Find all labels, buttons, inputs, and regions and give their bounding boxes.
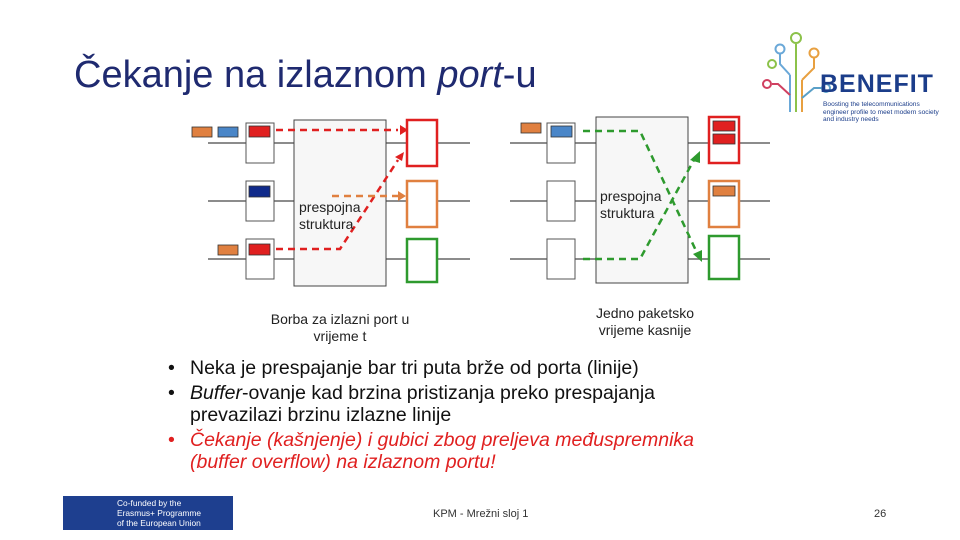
packet-red xyxy=(248,243,271,256)
packet-red xyxy=(248,125,271,138)
eu-cofunded-logo: Co-funded by the Erasmus+ Programme of t… xyxy=(63,496,233,530)
packet-blue xyxy=(217,126,239,138)
packet-red xyxy=(712,133,736,145)
page-number: 26 xyxy=(874,508,887,520)
left-caption: Borba za izlazni port u vrijeme t xyxy=(270,311,410,344)
page-title: Čekanje na izlaznom port-u xyxy=(74,54,537,96)
benefit-logo-subtitle: Boosting the telecommunications engineer… xyxy=(823,101,939,123)
right-path-green-bottom xyxy=(583,157,697,261)
packet-orange xyxy=(520,122,542,134)
left-switch-diagram xyxy=(191,118,470,287)
eu-flag-icon xyxy=(66,499,110,527)
packet-orange xyxy=(217,244,239,256)
left-switch-fabric xyxy=(293,119,387,287)
bullet-item-highlight: • Čekanje (kašnjenje) i gubici zbog prel… xyxy=(168,429,695,473)
packet-orange xyxy=(712,185,736,197)
benefit-logo: BENEFIT Boosting the telecommunications … xyxy=(766,28,942,136)
right-switch-diagram xyxy=(510,115,770,284)
left-output-buffer-green xyxy=(405,237,439,284)
eu-logo-text: Co-funded by the Erasmus+ Programme of t… xyxy=(117,498,202,528)
left-switch-label: prespojna struktura xyxy=(299,199,361,232)
right-switch-label: prespojna struktura xyxy=(600,188,662,221)
title-italic-port: port xyxy=(437,54,503,96)
benefit-tree-icon xyxy=(762,32,831,112)
packet-blue xyxy=(550,125,573,138)
left-output-buffer-red xyxy=(405,118,439,168)
packet-red xyxy=(712,120,736,132)
bullet-item: • Buffer-ovanje kad brzina pristizanja p… xyxy=(168,382,656,426)
footer-course: KPM - Mrežni sloj 1 xyxy=(433,508,529,520)
left-output-buffer-orange xyxy=(405,179,439,229)
packet-orange xyxy=(191,126,213,138)
right-caption: Jedno paketsko vrijeme kasnije xyxy=(595,305,695,338)
left-path-red-bottom xyxy=(276,159,400,251)
right-path-green-top xyxy=(583,129,700,256)
bullet-item: • Neka je prespajanje bar tri puta brže … xyxy=(168,357,639,379)
bullet-list: • Neka je prespajanje bar tri puta brže … xyxy=(168,357,848,476)
right-input-buffer-2 xyxy=(546,180,576,222)
packet-navy xyxy=(248,185,271,198)
right-input-buffer-3 xyxy=(546,238,576,280)
right-output-buffer-green xyxy=(707,234,741,281)
benefit-logo-word: BENEFIT xyxy=(820,70,934,98)
